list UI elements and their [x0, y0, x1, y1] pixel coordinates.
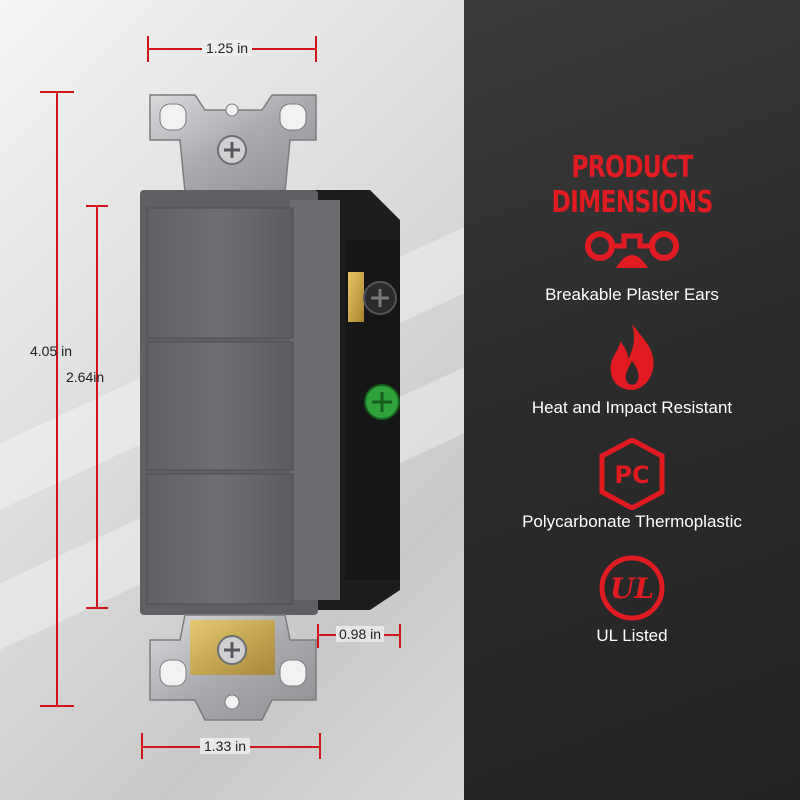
- feature-label-plaster-ears: Breakable Plaster Ears: [545, 285, 719, 304]
- paddle-middle: [146, 341, 294, 471]
- top-width-label: 1.25 in: [202, 40, 253, 56]
- overall-height-line: [56, 92, 58, 706]
- dimension-cap: [319, 733, 321, 759]
- dimension-cap: [141, 733, 143, 759]
- features-panel: PRODUCT DIMENSIONS Breakable Plaster Ear…: [464, 0, 800, 800]
- paddle-height-line: [96, 206, 98, 608]
- pc-hexagon-icon: PC: [599, 438, 665, 510]
- paddle-bottom: [146, 473, 294, 605]
- plaster-ears-icon: [585, 231, 679, 268]
- paddle-height-label: 2.64in: [66, 369, 105, 385]
- dimension-cap: [86, 205, 108, 207]
- dimension-cap: [147, 36, 149, 62]
- dimension-cap: [86, 607, 108, 609]
- depth-label: 0.98 in: [336, 626, 385, 642]
- bottom-mounting-strap: [149, 614, 317, 721]
- feature-label-ul-listed: UL Listed: [596, 626, 668, 645]
- dimension-cap: [40, 91, 74, 93]
- svg-text:UL: UL: [610, 572, 654, 605]
- dimension-cap: [317, 624, 319, 648]
- overall-height-label: 4.05 in: [30, 343, 73, 359]
- feature-label-heat-resistant: Heat and Impact Resistant: [531, 398, 733, 417]
- dimension-cap: [315, 36, 317, 62]
- triple-switch-illustration: [140, 94, 400, 721]
- dimension-cap: [399, 624, 401, 648]
- panel-title: PRODUCT DIMENSIONS: [551, 150, 713, 220]
- ground-screw: [364, 384, 400, 420]
- paddle-top: [146, 207, 294, 339]
- brass-terminal-screw: [348, 272, 397, 322]
- bottom-width-label: 1.33 in: [200, 738, 251, 754]
- svg-text:PC: PC: [614, 461, 649, 489]
- flame-icon: [610, 323, 654, 391]
- top-mounting-strap: [149, 94, 317, 193]
- ul-logo-icon: UL: [599, 555, 665, 621]
- dimension-cap: [40, 705, 74, 707]
- feature-label-polycarbonate: Polycarbonate Thermoplastic: [522, 512, 742, 531]
